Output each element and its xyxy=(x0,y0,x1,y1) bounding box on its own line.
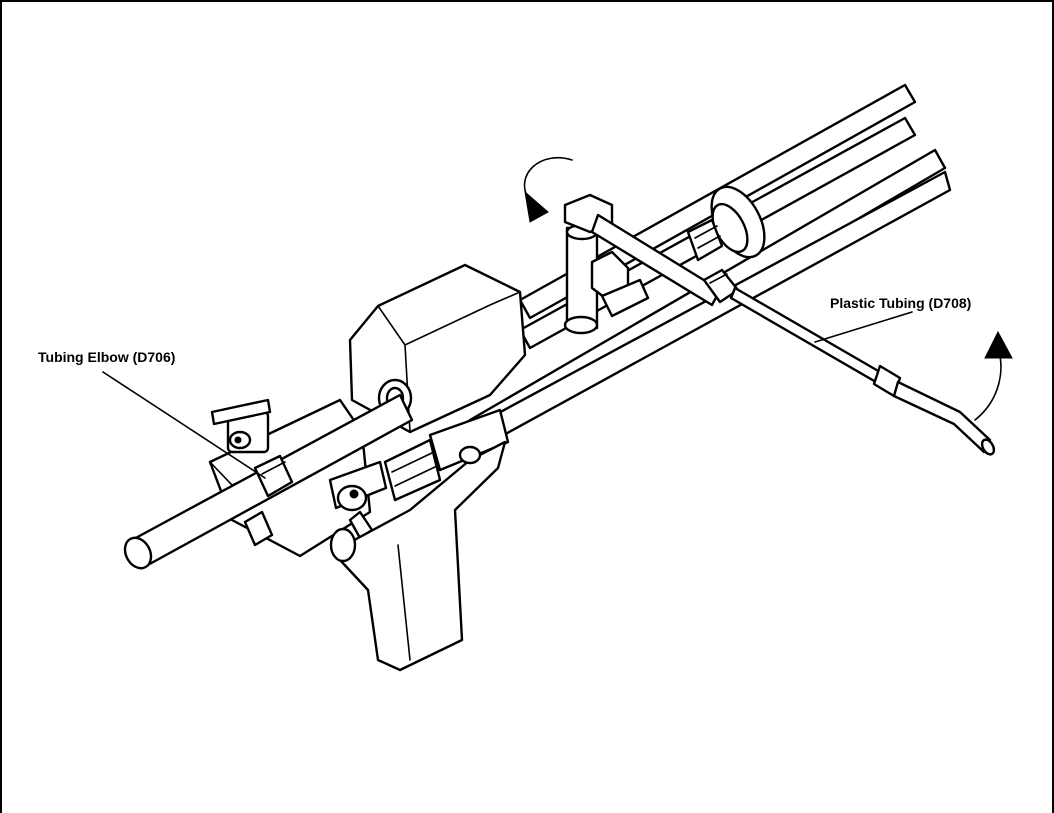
pistol-grip xyxy=(329,440,507,672)
trigger-bolt xyxy=(458,445,482,465)
plastic-tubing-leader xyxy=(814,311,913,343)
tubing-elbow-part xyxy=(253,454,294,498)
rotation-arrow-left xyxy=(523,157,573,223)
flange-nut-fitting xyxy=(686,218,724,262)
swivel-post xyxy=(563,193,614,335)
elbow-connector-tube xyxy=(590,213,722,307)
plastic-tubing-line xyxy=(729,286,996,456)
post-valve-knob xyxy=(590,250,650,318)
plastic-tubing-label: Plastic Tubing (D708) xyxy=(830,295,971,311)
tubing-elbow-leader xyxy=(102,371,266,479)
hose-fitting xyxy=(383,408,510,502)
rotation-arrow-right xyxy=(974,330,1013,421)
front-valve-handle xyxy=(328,460,388,540)
manifold-top-valve xyxy=(210,398,272,454)
tubing-elbow-label: Tubing Elbow (D706) xyxy=(38,349,175,365)
